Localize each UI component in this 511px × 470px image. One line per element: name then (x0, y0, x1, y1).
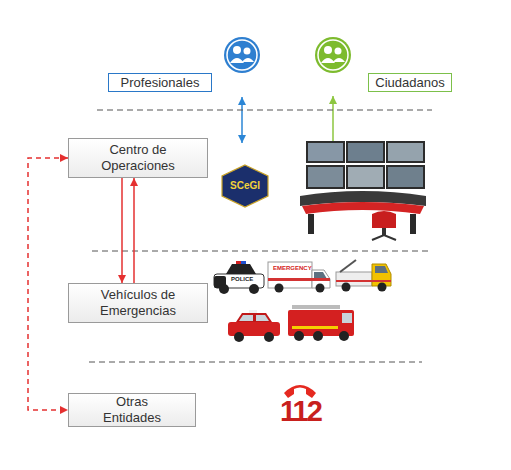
fire-truck (288, 305, 354, 341)
ambulance (268, 262, 330, 293)
actor-label: Ciudadanos (368, 73, 452, 92)
blue-arrow (241, 97, 243, 143)
police-car (226, 264, 256, 274)
tow-truck (340, 260, 356, 272)
police-car (249, 284, 259, 294)
fire-truck (294, 331, 304, 341)
control-room (346, 165, 385, 189)
control-room (386, 165, 425, 189)
node-text: Ciudadanos (375, 75, 444, 91)
node-text: SCeGI (230, 178, 260, 194)
flow-connector (28, 158, 68, 410)
control-room (302, 202, 424, 214)
emergency-number: 112 (280, 397, 321, 426)
ambulance (268, 262, 312, 288)
tow-truck (378, 283, 387, 292)
control-room (306, 141, 345, 163)
control-room (348, 167, 383, 187)
control-room (306, 165, 345, 189)
control-room (308, 214, 314, 234)
node-text: Centro de Operaciones (93, 142, 183, 174)
control-room (410, 214, 416, 234)
separator-line (89, 362, 422, 363)
layer-box: Centro de Operaciones (68, 138, 208, 178)
professional-icon (224, 37, 260, 73)
layer-box: Vehículos de Emergencias (68, 283, 208, 323)
citizen-icon (333, 58, 345, 62)
ambulance (275, 284, 284, 293)
fire-car (256, 315, 269, 321)
fire-car (249, 310, 257, 313)
fire-truck (313, 331, 323, 341)
citizen-icon (318, 40, 348, 70)
control-room (388, 143, 423, 161)
professional-icon (230, 58, 244, 63)
control-room (372, 211, 396, 228)
professional-icon (244, 48, 251, 55)
police-car (241, 261, 246, 264)
node-text: Vehículos de Emergencias (93, 287, 183, 319)
ambulance (268, 278, 330, 281)
tow-truck (336, 260, 391, 292)
hexagon-shape (222, 165, 268, 207)
tow-truck (336, 272, 372, 286)
fire-car (264, 332, 274, 342)
fire-truck (342, 313, 352, 323)
control-room (348, 143, 383, 161)
fire-car (236, 313, 272, 322)
separator-line (97, 110, 432, 111)
citizen-icon (315, 37, 351, 73)
control-room (386, 141, 425, 163)
citizen-icon (335, 48, 342, 55)
fire-truck (339, 331, 349, 341)
professional-icon (224, 37, 260, 73)
fire-car (239, 315, 253, 321)
citizen-icon (321, 58, 335, 63)
fire-car (234, 332, 244, 342)
ambulance (316, 284, 325, 293)
ambulance (314, 272, 327, 279)
professional-icon (242, 58, 254, 62)
police-car (219, 284, 229, 294)
vehicle-text: POLICE (231, 276, 253, 282)
flow-connector (133, 178, 135, 283)
control-room (308, 167, 343, 187)
vehicle-text: EMERGENCY (273, 265, 312, 271)
tow-truck (336, 280, 391, 282)
control-room (300, 141, 426, 240)
police-car (214, 261, 264, 294)
control-room (308, 143, 343, 161)
fire-truck (292, 305, 340, 309)
citizen-icon (324, 46, 332, 54)
professional-icon (227, 40, 257, 70)
police-car (236, 261, 241, 264)
separator-line (89, 110, 432, 362)
flow-connector (121, 178, 123, 283)
tow-truck (375, 266, 388, 273)
fire-truck (292, 326, 338, 329)
control-room (346, 141, 385, 163)
citizen-icon (315, 37, 351, 73)
node-text: Otras Entidades (93, 394, 171, 426)
control-room (372, 235, 396, 240)
node-text: Profesionales (121, 75, 200, 91)
tow-truck (342, 283, 351, 292)
professional-icon (233, 46, 241, 54)
fire-car (228, 310, 280, 342)
separator-line (92, 251, 430, 252)
actor-label: Profesionales (108, 73, 212, 92)
layer-box: Otras Entidades (68, 393, 196, 427)
system-hexagon: SCeGI (220, 164, 270, 208)
control-room (388, 167, 423, 187)
